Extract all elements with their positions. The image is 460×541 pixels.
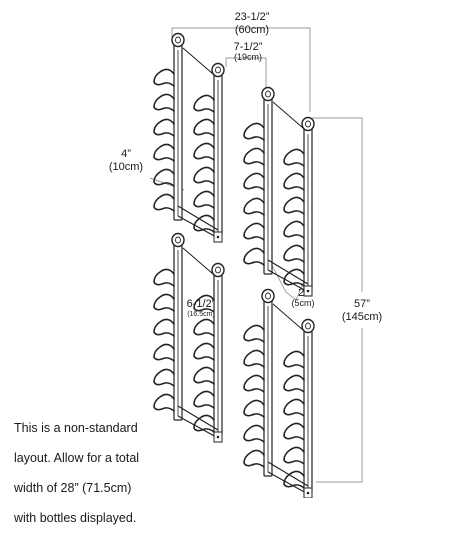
bottle-peg-front [193,342,215,361]
bottle-peg-front [193,366,215,385]
rack-unit-bottom-right [243,288,315,498]
mount-hole [216,235,220,239]
rack-rail-front [301,116,315,291]
bottle-peg-back [153,293,175,312]
bottle-peg-back [153,268,175,287]
rack-unit-top-right [243,86,315,297]
rack-rail-front [211,62,225,237]
bottle-peg-front [283,244,305,263]
rack-rail-front [301,318,315,493]
bottle-spacing-metric: (10cm) [109,161,143,173]
rack-rail-back [171,32,185,221]
bottle-peg-back [243,222,265,241]
bottle-peg-back [153,343,175,362]
bottle-peg-back [243,197,265,216]
bottle-peg-front [193,166,215,185]
bottle-peg-back [153,143,175,162]
unit-gap-vertical-metric: (16.5cm) [187,311,215,318]
bottle-peg-front [193,142,215,161]
total-width-metric: (60cm) [235,24,269,36]
rack-unit-bottom-left [153,232,225,443]
bottle-peg-back [243,349,265,368]
bottle-peg-front [283,446,305,465]
bottle-peg-back [153,193,175,212]
total-height-imperial: 57” [354,298,370,310]
bottle-peg-front [193,414,215,433]
bottle-peg-back [153,368,175,387]
note-line: with bottles displayed. [14,511,137,525]
rack-rail-back [171,232,185,421]
bottle-peg-back [153,68,175,87]
rack-bottom-bracket [267,461,309,495]
rack-bottom-bracket [177,205,219,239]
unit-gap-vertical-imperial: 6-1/2” [187,298,216,310]
bottle-peg-front [283,422,305,441]
unit-gap-side-imperial: 2” [298,287,308,299]
rack-top-bracket [272,101,304,129]
total-height-metric: (145cm) [342,311,382,323]
bottle-peg-front [283,220,305,239]
rack-unit-top-left [153,32,225,243]
dimension-lines [149,27,363,483]
rack-offset-metric: (19cm) [234,52,262,62]
bottle-peg-back [243,247,265,266]
bottle-peg-front [193,118,215,137]
bottle-peg-front [193,390,215,409]
rack-rail-back [261,86,275,275]
bottle-peg-front [283,148,305,167]
bottle-peg-back [243,172,265,191]
bottle-peg-back [153,93,175,112]
bottle-peg-back [153,118,175,137]
mount-hole [216,435,220,439]
rack-top-bracket [272,303,304,331]
wine-rack-diagram: 23-1/2” (60cm) 7-1/2” (19cm) 4” (10cm) 6… [109,11,382,498]
mount-hole [306,289,310,293]
bottle-peg-front [283,268,305,287]
dimension-labels: 23-1/2” (60cm) 7-1/2” (19cm) 4” (10cm) 6… [109,11,382,323]
rack-rail-back [261,288,275,477]
bottle-peg-back [243,449,265,468]
rack-offset-imperial: 7-1/2” [234,41,263,53]
bottle-peg-back [243,374,265,393]
bottle-peg-back [243,122,265,141]
bottle-peg-front [283,374,305,393]
bottle-peg-front [283,398,305,417]
bottle-spacing-imperial: 4” [121,148,131,160]
bottle-peg-front [283,172,305,191]
bottle-peg-back [243,399,265,418]
rack-bottom-bracket [177,405,219,439]
layout-note: This is a non-standard layout. Allow for… [14,406,164,541]
bottle-peg-back [153,318,175,337]
rack-rail-front [211,262,225,437]
bottle-peg-front [193,94,215,113]
bottle-peg-front [283,196,305,215]
unit-gap-side-metric: (5cm) [292,298,315,308]
bottle-peg-front [193,318,215,337]
mount-hole [306,491,310,495]
note-line: layout. Allow for a total [14,451,140,465]
bottle-peg-front [193,190,215,209]
bottle-peg-back [243,424,265,443]
rack-bottom-bracket [267,259,309,293]
bottle-peg-back [153,393,175,412]
note-line: This is a non-standard [14,421,138,435]
rack-top-bracket [182,247,214,275]
bottle-peg-front [283,350,305,369]
rack-top-bracket [182,47,214,75]
bottle-peg-back [243,147,265,166]
bottle-peg-front [193,294,215,313]
bottle-peg-front [283,470,305,489]
bottle-peg-back [243,324,265,343]
rack-units [153,32,315,498]
bottle-peg-back [153,168,175,187]
note-line: width of 28” (71.5cm) [14,481,132,495]
total-width-imperial: 23-1/2” [235,11,270,23]
bottle-peg-front [193,214,215,233]
